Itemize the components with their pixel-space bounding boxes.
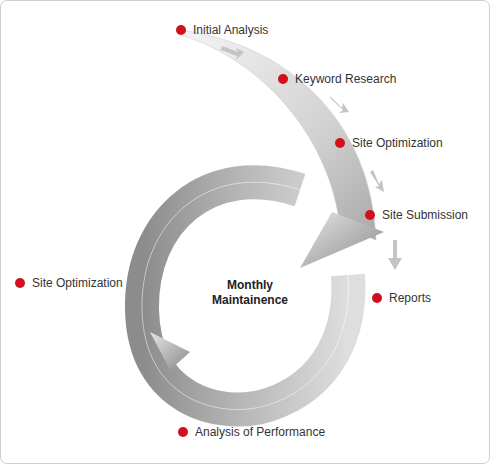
step-label: Initial Analysis [193, 23, 268, 37]
step-arrows [221, 46, 402, 270]
step-label: Site Optimization [352, 136, 443, 150]
swoosh-arrowhead [300, 212, 384, 268]
step-label: Analysis of Performance [195, 425, 325, 439]
red-dots [15, 25, 382, 437]
step-label: Reports [389, 291, 431, 305]
step-label: Site Submission [382, 208, 468, 222]
step-label: Site Optimization [32, 276, 123, 290]
loop-band [142, 182, 348, 409]
step-label: Keyword Research [295, 72, 396, 86]
swoosh-band [178, 30, 376, 240]
loop-arrowhead [150, 332, 190, 370]
loop-highlight [142, 182, 348, 409]
center-label: Monthly Maintainence [202, 278, 298, 308]
